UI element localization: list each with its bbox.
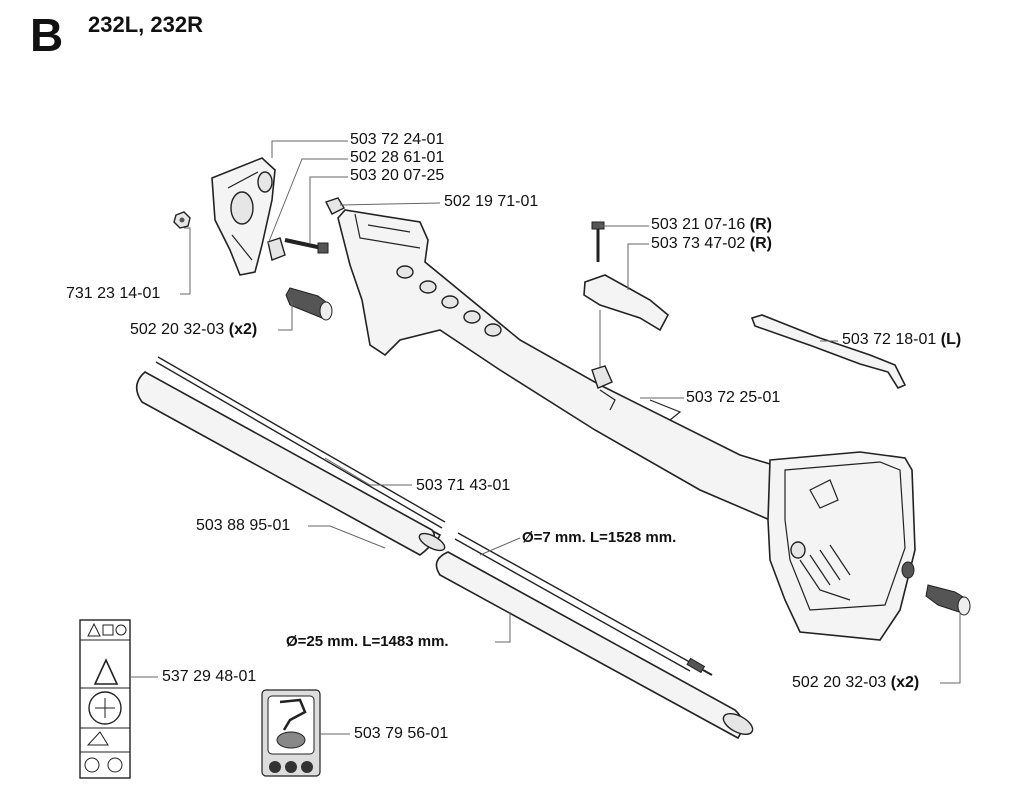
part-label-trimmer-head-decal: 503 79 56-01 (354, 725, 448, 743)
part-label-engine-cap: 502 20 32-03 (x2) (792, 674, 919, 692)
part-number: 503 72 18-01 (842, 331, 937, 348)
part-label-clamp-screw: 503 20 07-25 (350, 167, 444, 185)
part-number: 502 20 32-03 (792, 674, 887, 691)
part-number: 503 72 25-01 (686, 389, 781, 406)
part-number: 503 79 56-01 (354, 725, 449, 742)
part-label-clamp-nut: 502 28 61-01 (350, 149, 444, 167)
shaft-dimension: Ø=7 mm. L=1528 mm. (522, 529, 677, 546)
clamp-screw-part (284, 238, 329, 254)
throttle-holder-part (583, 274, 670, 389)
throttle-lever-part (750, 314, 907, 390)
part-label-holder-screw: 503 21 07-16 (R) (651, 216, 772, 234)
model-title: 232L, 232R (88, 12, 203, 37)
leader-lines (130, 140, 961, 735)
section-letter: B (30, 9, 64, 61)
part-label-square-nut: 502 19 71-01 (444, 193, 538, 211)
part-number: 502 20 32-03 (130, 321, 225, 338)
part-label-shaft-housing: 503 72 25-01 (686, 389, 780, 407)
engine-housing-part (767, 451, 916, 641)
part-variant: (R) (749, 216, 772, 233)
part-label-drive-shaft: 503 71 43-01 (416, 477, 510, 495)
hex-nut-part (173, 211, 191, 229)
part-label-throttle-lever: 503 72 18-01 (L) (842, 331, 961, 349)
part-label-throttle-holder: 503 73 47-02 (R) (651, 235, 772, 253)
tube-dimension: Ø=25 mm. L=1483 mm. (286, 633, 449, 650)
part-number: 503 20 07-25 (350, 167, 445, 184)
part-label-bracket-cap: 502 20 32-03 (x2) (130, 321, 257, 339)
part-quantity: (x2) (228, 321, 258, 338)
part-number: 537 29 48-01 (162, 668, 257, 685)
part-number: 502 28 61-01 (350, 149, 445, 166)
engine-cap-part (901, 561, 971, 616)
part-label-warning-decal: 537 29 48-01 (162, 668, 256, 686)
part-label-handle-bracket: 503 72 24-01 (350, 131, 444, 149)
holder-screw-part (591, 221, 605, 262)
part-variant: (R) (749, 235, 772, 252)
handle-bracket-part (211, 157, 276, 276)
part-number: 503 21 07-16 (651, 216, 746, 233)
trimmer-head-decal-part (261, 689, 321, 777)
part-number: 503 88 95-01 (196, 517, 291, 534)
part-number: 503 71 43-01 (416, 477, 511, 494)
part-variant: (L) (940, 331, 962, 348)
part-number: 503 73 47-02 (651, 235, 746, 252)
part-number: 502 19 71-01 (444, 193, 539, 210)
part-label-tube: 503 88 95-01 (196, 517, 290, 535)
tube-part (135, 371, 754, 740)
part-quantity: (x2) (890, 674, 920, 691)
square-nut-part (325, 197, 345, 215)
clamp-nut-part (267, 237, 286, 261)
bracket-cap-part (285, 287, 333, 321)
shaft-housing-part (337, 209, 802, 521)
part-label-hex-nut: 731 23 14-01 (66, 285, 160, 303)
warning-decal-part (79, 619, 131, 779)
part-number: 503 72 24-01 (350, 131, 445, 148)
part-number: 731 23 14-01 (66, 285, 161, 302)
drive-shaft-part (155, 356, 713, 676)
